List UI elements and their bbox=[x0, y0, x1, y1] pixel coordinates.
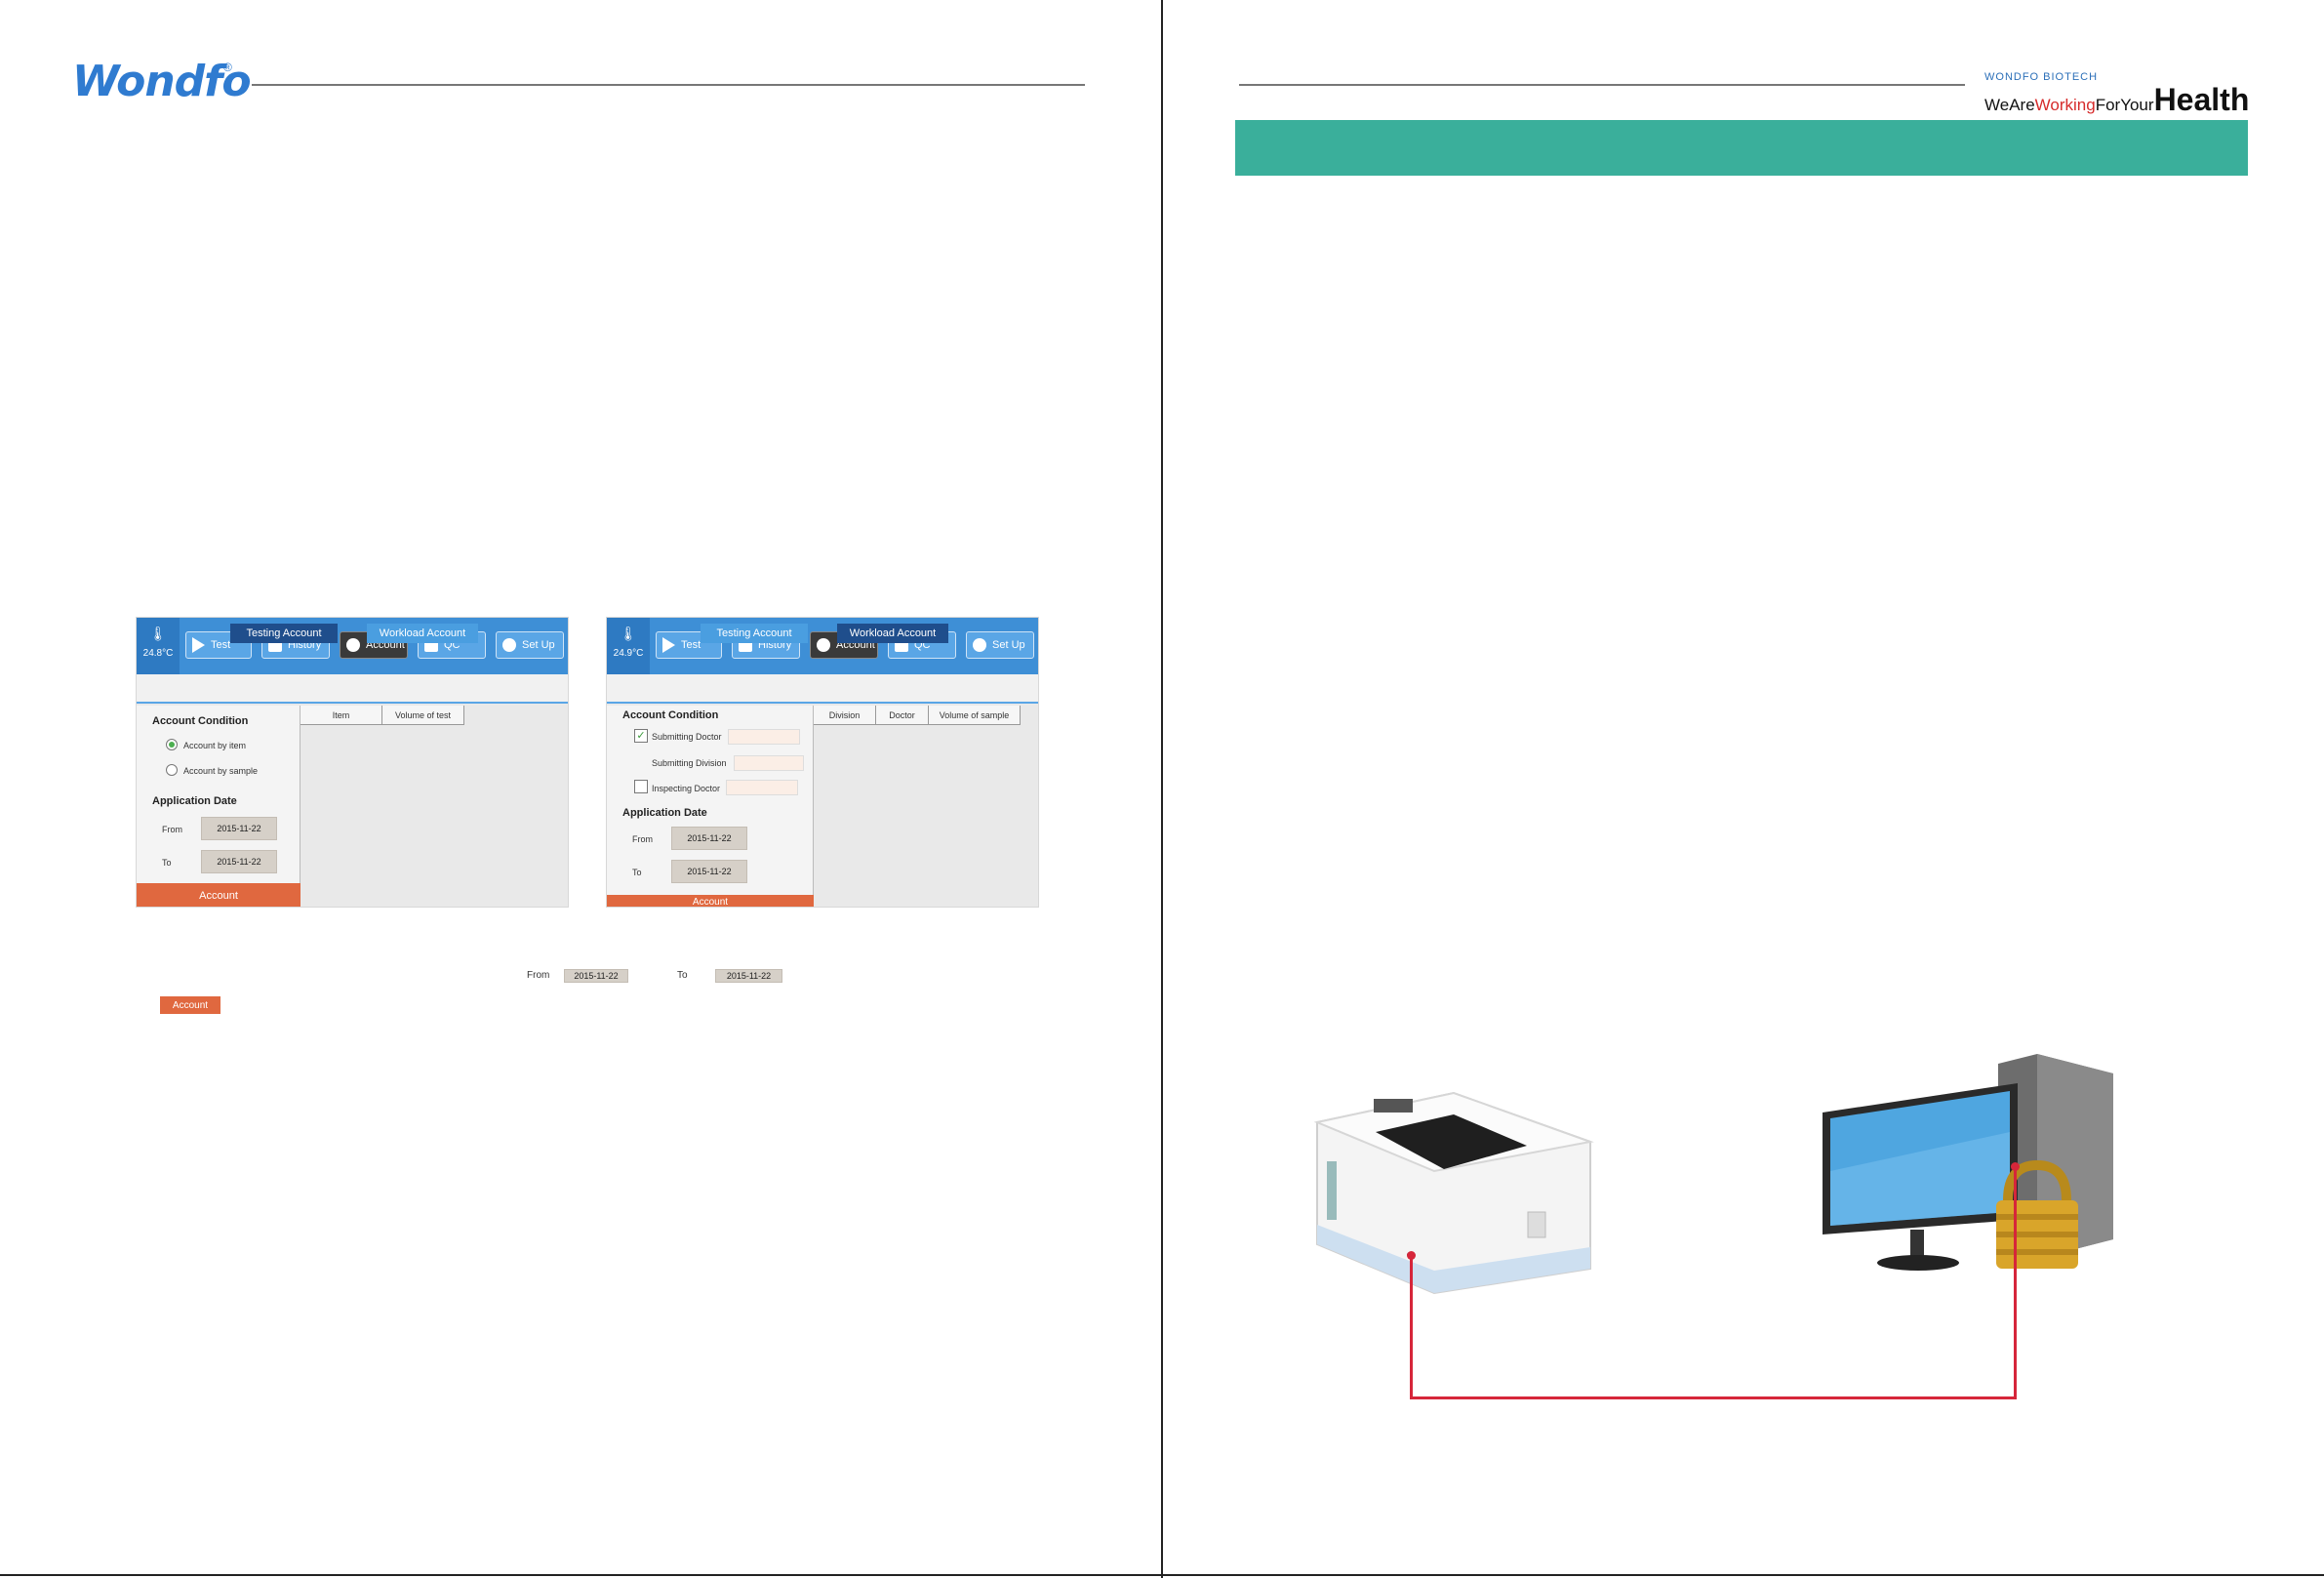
wondfo-logo: Wondfo bbox=[72, 57, 252, 106]
play-icon bbox=[662, 637, 675, 653]
from-date-field[interactable]: 2015-11-22 bbox=[671, 827, 747, 850]
submitting-division-field[interactable] bbox=[734, 755, 804, 771]
submitting-doctor-checkbox[interactable]: ✓ bbox=[634, 729, 648, 743]
to-date-field[interactable]: 2015-11-22 bbox=[201, 850, 277, 873]
column-volume-of-sample: Volume of sample bbox=[929, 706, 1021, 725]
submitting-doctor-field[interactable] bbox=[728, 729, 800, 745]
tab-workload-account[interactable]: Workload Account bbox=[367, 624, 478, 643]
condition-panel: Account Condition Account by item Accoun… bbox=[137, 706, 301, 907]
account-by-item-screen: 🌡 24.8°C Test History Account QC Set Up … bbox=[136, 617, 569, 908]
clock-icon bbox=[817, 638, 830, 652]
temperature-panel: 🌡 24.9°C bbox=[607, 618, 650, 674]
brand-small-text: WONDFO BIOTECH bbox=[1984, 71, 2099, 83]
temperature-panel: 🌡 24.8°C bbox=[137, 618, 180, 674]
strip-from-date: 2015-11-22 bbox=[564, 969, 628, 983]
temperature-value: 24.9°C bbox=[613, 648, 644, 659]
tab-row bbox=[137, 674, 568, 704]
header-rule-left bbox=[252, 84, 1085, 86]
condition-panel: Account Condition ✓ Submitting Doctor Su… bbox=[607, 706, 814, 907]
tab-workload-account[interactable]: Workload Account bbox=[837, 624, 948, 643]
bottom-rule bbox=[0, 1574, 2324, 1576]
tagline-part-1: WeAre bbox=[1984, 96, 2035, 114]
nav-setup-label: Set Up bbox=[992, 639, 1025, 651]
option-by-item-label: Account by item bbox=[183, 741, 247, 750]
play-icon bbox=[192, 637, 205, 653]
nav-test-label: Test bbox=[681, 639, 701, 651]
option-by-sample-label: Account by sample bbox=[183, 766, 259, 776]
results-header: Division Doctor Volume of sample bbox=[814, 706, 1021, 725]
clock-icon bbox=[346, 638, 360, 652]
tab-testing-account[interactable]: Testing Account bbox=[701, 624, 808, 643]
account-button[interactable]: Account bbox=[607, 895, 814, 907]
column-doctor: Doctor bbox=[876, 706, 929, 725]
submitting-division-label: Submitting Division bbox=[652, 758, 727, 768]
strip-account-button: Account bbox=[160, 996, 220, 1014]
from-label: From bbox=[162, 825, 182, 834]
results-header: Item Volume of test bbox=[301, 706, 464, 725]
to-label: To bbox=[162, 858, 172, 868]
computer-with-lock-icon bbox=[1823, 1054, 2113, 1271]
connector-line-bottom bbox=[1410, 1396, 2017, 1399]
connector-dot-left bbox=[1407, 1251, 1416, 1260]
nav-setup-button[interactable]: Set Up bbox=[966, 631, 1034, 659]
column-volume-of-test: Volume of test bbox=[382, 706, 464, 725]
nav-setup-label: Set Up bbox=[522, 639, 555, 651]
strip-to-label: To bbox=[677, 970, 688, 981]
connector-line-right bbox=[2014, 1166, 2017, 1399]
right-page bbox=[1161, 0, 2324, 1578]
radio-by-sample[interactable] bbox=[166, 764, 178, 776]
submitting-doctor-label: Submitting Doctor bbox=[652, 732, 722, 742]
condition-title: Account Condition bbox=[622, 709, 719, 721]
inspecting-doctor-field[interactable] bbox=[726, 780, 798, 795]
gear-icon bbox=[973, 638, 986, 652]
from-date-field[interactable]: 2015-11-22 bbox=[201, 817, 277, 840]
tab-row bbox=[607, 674, 1038, 704]
radio-by-item[interactable] bbox=[166, 739, 178, 750]
thermometer-icon: 🌡 bbox=[149, 626, 167, 641]
account-by-doctor-screen: 🌡 24.9°C Test History Account QC Set Up … bbox=[606, 617, 1039, 908]
inspecting-doctor-checkbox[interactable] bbox=[634, 780, 648, 793]
strip-from-label: From bbox=[527, 970, 550, 981]
column-item: Item bbox=[301, 706, 382, 725]
header-rule-right bbox=[1239, 84, 1965, 86]
application-date-title: Application Date bbox=[152, 795, 237, 807]
from-label: From bbox=[632, 834, 653, 844]
inspecting-doctor-label: Inspecting Doctor bbox=[652, 784, 721, 793]
application-date-title: Application Date bbox=[622, 807, 707, 819]
thermometer-icon: 🌡 bbox=[620, 626, 637, 641]
temperature-value: 24.8°C bbox=[142, 648, 174, 659]
section-title-band bbox=[1235, 120, 2248, 176]
to-date-field[interactable]: 2015-11-22 bbox=[671, 860, 747, 883]
column-division: Division bbox=[814, 706, 876, 725]
registered-mark: ® bbox=[223, 61, 232, 74]
tagline: WeAreWorkingForYourHealth bbox=[1984, 82, 2249, 118]
to-label: To bbox=[632, 868, 642, 877]
tagline-part-4: Health bbox=[2153, 82, 2250, 117]
strip-to-date: 2015-11-22 bbox=[715, 969, 782, 983]
nav-test-label: Test bbox=[211, 639, 231, 651]
account-button[interactable]: Account bbox=[137, 883, 301, 907]
condition-title: Account Condition bbox=[152, 715, 249, 727]
analyzer-device-icon bbox=[1298, 1064, 1600, 1303]
connector-dot-right bbox=[2011, 1162, 2020, 1171]
connector-line-left bbox=[1410, 1255, 1413, 1399]
tagline-part-2: Working bbox=[2034, 96, 2096, 114]
tagline-part-3: ForYour bbox=[2095, 96, 2154, 114]
gear-icon bbox=[502, 638, 516, 652]
nav-setup-button[interactable]: Set Up bbox=[496, 631, 564, 659]
tab-testing-account[interactable]: Testing Account bbox=[230, 624, 338, 643]
